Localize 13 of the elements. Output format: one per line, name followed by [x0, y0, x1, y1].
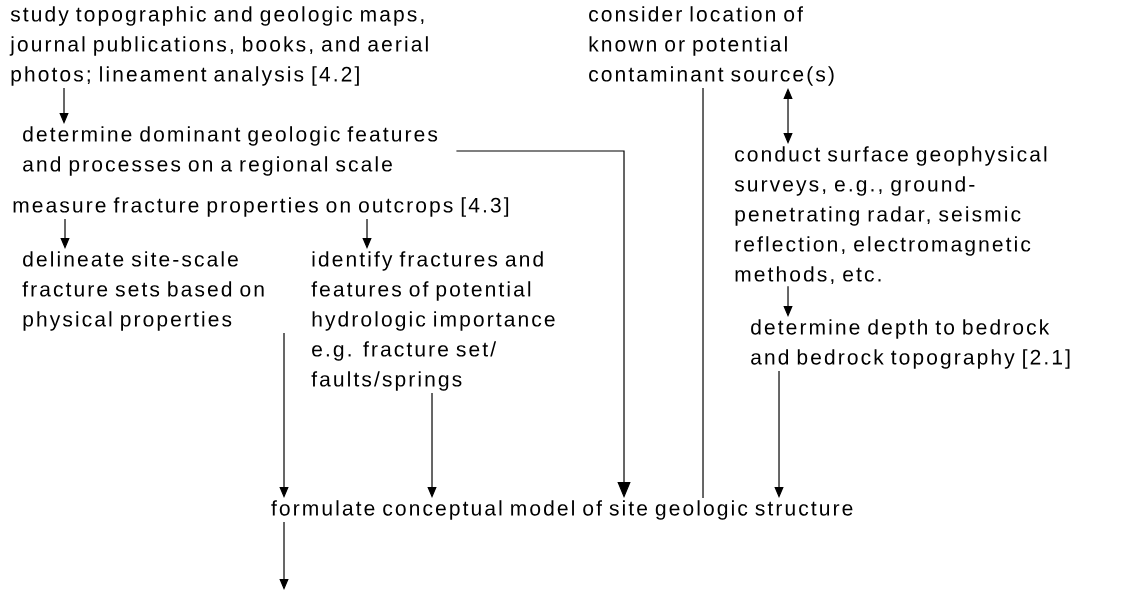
arrow: [774, 370, 784, 498]
step-text: delineate site-scale fracture sets based on physical properties: [22, 251, 264, 331]
step-text: formulate conceptual model of site geologic structure: [271, 500, 853, 520]
step-text: determine dominant geologic features and processes on a regional scale: [23, 126, 438, 176]
arrow: [783, 285, 793, 317]
step-text: study topographic and geologic maps, journal publications, books, and aerial photos; lineament analysis [4.2]: [9, 6, 428, 86]
step-text: conduct surface geophysical surveys, e.g., ground-penetrating radar, seismic reflection, electromagnetic methods, etc.: [734, 146, 1047, 285]
step-text: consider location of known or potential contaminant source(s): [589, 6, 834, 86]
arrow: [279, 332, 289, 498]
step-text: identify fractures and features of potential hydrologic importance e.g. fracture set/ faults/springs: [311, 251, 555, 391]
arrow: [427, 392, 437, 498]
step-text: determine depth to bedrock and bedrock topography [2.1]: [751, 319, 1070, 369]
step-text: measure fracture properties on outcrops [4.3]: [13, 197, 509, 217]
